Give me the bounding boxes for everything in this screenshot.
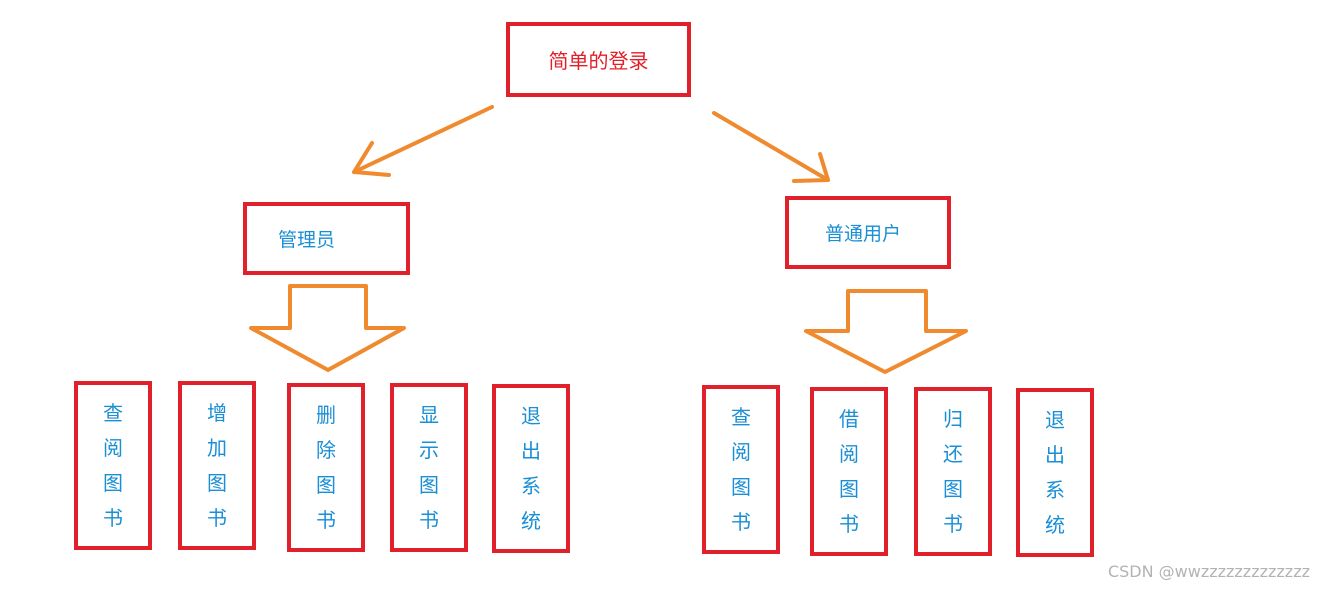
admin-item-add-book: 增加图书 [178, 381, 256, 550]
admin-item-delete-book: 删除图书 [287, 383, 365, 552]
login-box: 简单的登录 [506, 22, 691, 97]
admin-item-show-books: 显示图书 [390, 383, 468, 552]
admin-item-view-books: 查阅图书 [74, 381, 152, 550]
user-item-return-book: 归还图书 [914, 387, 992, 556]
arrow-root-to-admin [352, 105, 494, 174]
admin-item-label: 显示图书 [419, 402, 439, 532]
block-arrow-user [804, 289, 968, 374]
user-item-label: 借阅图书 [839, 406, 859, 536]
user-item-label: 查阅图书 [731, 404, 751, 534]
admin-item-label: 删除图书 [316, 402, 336, 532]
user-box: 普通用户 [785, 196, 951, 269]
user-item-borrow-book: 借阅图书 [810, 387, 888, 556]
user-item-view-books: 查阅图书 [702, 385, 780, 554]
user-item-exit: 退出系统 [1016, 388, 1094, 557]
arrowhead-user [792, 152, 830, 183]
admin-item-label: 查阅图书 [103, 400, 123, 530]
arrow-root-to-user [712, 111, 830, 182]
block-arrow-admin [249, 284, 406, 372]
admin-item-label: 增加图书 [207, 400, 227, 530]
login-label: 简单的登录 [548, 49, 649, 73]
admin-item-label: 退出系统 [521, 403, 541, 533]
admin-label: 管理员 [277, 229, 335, 251]
user-label: 普通用户 [824, 223, 901, 245]
watermark: CSDN @wwzzzzzzzzzzzzz [1107, 562, 1310, 581]
admin-box: 管理员 [243, 202, 410, 275]
admin-item-exit: 退出系统 [492, 384, 570, 553]
user-item-label: 归还图书 [943, 406, 963, 536]
arrowhead-admin [352, 141, 391, 177]
user-item-label: 退出系统 [1045, 407, 1065, 537]
